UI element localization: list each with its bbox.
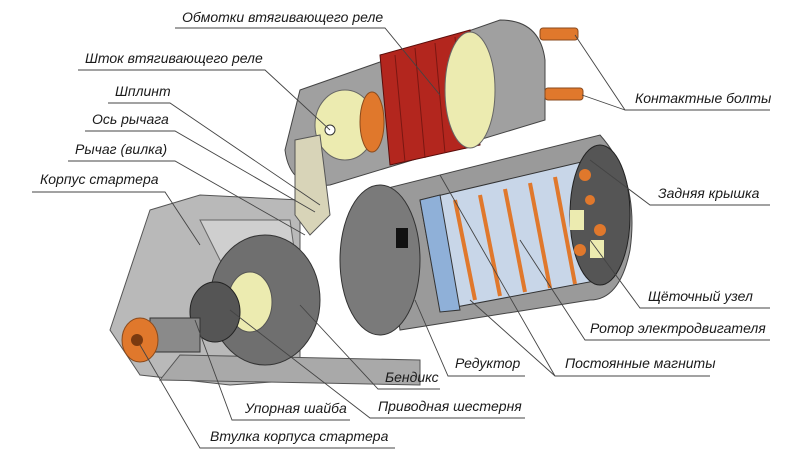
label-starter-housing: Корпус стартера — [32, 171, 201, 246]
label-solenoid-plunger: Шток втягивающего реле — [78, 50, 331, 131]
label-lever-fork: Рычаг (вилка) — [68, 141, 306, 236]
label-bendix: Бендикс — [299, 304, 440, 390]
label-brush-assembly: Щёточный узел — [589, 239, 770, 309]
svg-text:Бендикс: Бендикс — [385, 369, 439, 385]
lever-fork-shape — [294, 134, 331, 236]
svg-text:Корпус стартера: Корпус стартера — [40, 171, 159, 187]
label-solenoid-windings: Обмотки втягивающего реле — [175, 9, 441, 96]
label-permanent-magnets: Постоянные магниты — [439, 174, 716, 377]
label-lever-axle: Ось рычага — [85, 111, 316, 213]
svg-text:Щёточный узел: Щёточный узел — [648, 288, 753, 304]
label-motor-rotor: Ротор электродвигателя — [519, 239, 770, 341]
svg-text:Редуктор: Редуктор — [455, 355, 520, 371]
label-cotter-pin: Шплинт — [108, 83, 321, 206]
label-thrust-washer: Упорная шайба — [194, 319, 350, 421]
svg-text:Упорная шайба: Упорная шайба — [244, 400, 347, 416]
gearbox-shape — [339, 184, 421, 336]
svg-text:Постоянные магниты: Постоянные магниты — [565, 355, 716, 371]
label-rear-cover: Задняя крышка — [589, 159, 770, 206]
label-housing-bushing: Втулка корпуса стартера — [139, 344, 395, 449]
solenoid-shape — [284, 19, 584, 187]
label-gearbox: Редуктор — [414, 299, 525, 377]
svg-text:Ось рычага: Ось рычага — [92, 111, 169, 127]
svg-text:Задняя крышка: Задняя крышка — [658, 185, 760, 201]
motor-body-shape — [379, 134, 633, 331]
svg-text:Обмотки втягивающего реле: Обмотки втягивающего реле — [182, 9, 383, 25]
svg-text:Рычаг (вилка): Рычаг (вилка) — [75, 141, 167, 157]
svg-text:Контактные болты: Контактные болты — [635, 90, 772, 106]
label-contact-bolts: Контактные болты — [574, 34, 772, 111]
svg-text:Приводная шестерня: Приводная шестерня — [378, 398, 522, 414]
svg-text:Ротор электродвигателя: Ротор электродвигателя — [590, 320, 766, 336]
label-drive-gear: Приводная шестерня — [229, 309, 525, 419]
svg-text:Шплинт: Шплинт — [115, 83, 171, 99]
drive-assembly-shape — [121, 234, 321, 366]
svg-text:Втулка корпуса стартера: Втулка корпуса стартера — [210, 428, 389, 444]
svg-text:Шток втягивающего реле: Шток втягивающего реле — [85, 50, 263, 66]
